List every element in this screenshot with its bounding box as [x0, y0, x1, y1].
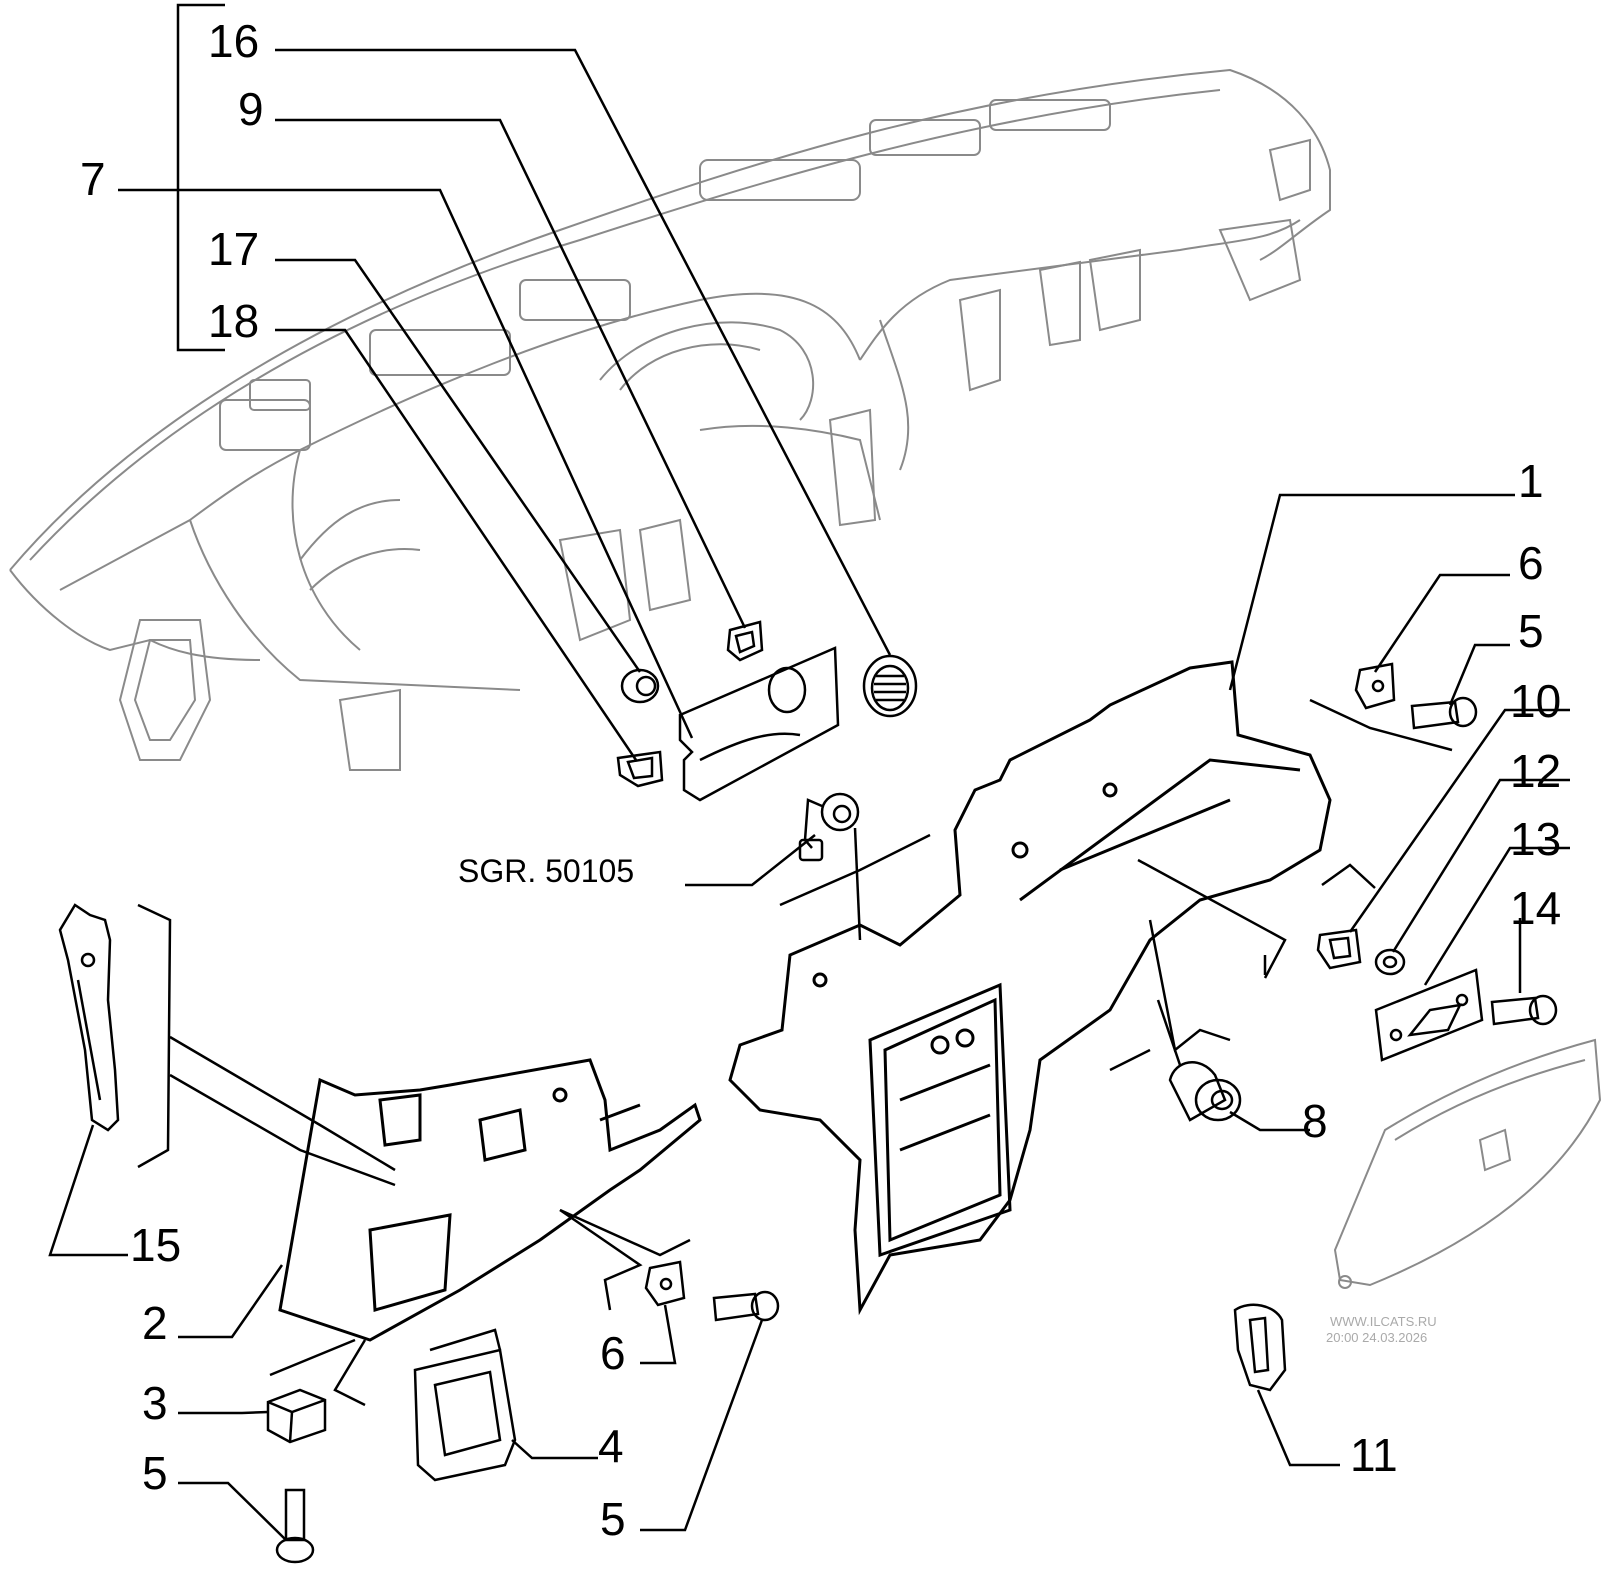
callout-10: 10 [1510, 675, 1562, 727]
part-17-clip-nut [620, 668, 660, 704]
part-5-bolt-lower-left [275, 1488, 315, 1564]
part-5-screw-lower-middle [712, 1290, 780, 1322]
dashboard-outline [9, 68, 1331, 771]
connector-harness [798, 792, 860, 862]
callout-3: 3 [142, 1377, 168, 1429]
callout-8: 8 [1302, 1095, 1328, 1147]
part-13-latch [1374, 968, 1484, 1062]
callout-13: 13 [1510, 813, 1562, 865]
part-1-crossmember [728, 660, 1332, 1316]
callout-5-lower-left: 5 [142, 1447, 168, 1499]
callout-17: 17 [208, 223, 260, 275]
part-5-screw-upper [1410, 696, 1478, 730]
callout-1: 1 [1518, 455, 1544, 507]
callout-16: 16 [208, 15, 260, 67]
callout-6-lower: 6 [600, 1327, 626, 1379]
callout-9: 9 [238, 83, 264, 135]
part-2-lower-panel [278, 1058, 702, 1342]
part-4-tray [413, 1328, 517, 1482]
part-14-screw [1490, 994, 1558, 1026]
part-12-washer [1374, 948, 1406, 976]
part-16-speaker-grille [862, 654, 918, 718]
callout-2: 2 [142, 1297, 168, 1349]
callout-4: 4 [598, 1420, 624, 1472]
part-15-bracket [58, 903, 120, 1132]
watermark-datetime: 20:00 24.03.2026 [1326, 1330, 1428, 1345]
part-7-bracket-panel [678, 646, 840, 802]
callout-15: 15 [130, 1219, 182, 1271]
watermark-site: WWW.ILCATS.RU [1330, 1314, 1437, 1329]
leader-lines [48, 3, 1570, 1541]
callout-5-lower-middle: 5 [600, 1493, 626, 1545]
callout-6: 6 [1518, 537, 1544, 589]
callout-7: 7 [80, 153, 106, 205]
callout-11: 11 [1350, 1429, 1398, 1481]
part-10-spring-clip [1316, 928, 1362, 970]
part-9-clip [726, 620, 764, 662]
part-6-clip-lower [644, 1260, 686, 1307]
sgr-reference-label: SGR. 50105 [458, 853, 635, 889]
callout-14: 14 [1510, 882, 1562, 934]
part-6-clip-upper [1354, 662, 1396, 710]
glovebox-lid [1333, 1038, 1602, 1289]
callout-5: 5 [1518, 605, 1544, 657]
part-3-cap [266, 1388, 327, 1444]
callout-12: 12 [1510, 745, 1562, 797]
callout-18: 18 [208, 295, 260, 347]
part-18-clip [616, 750, 664, 788]
part-11-spring-clip [1233, 1303, 1287, 1392]
part-8-bumper [1168, 1061, 1242, 1122]
